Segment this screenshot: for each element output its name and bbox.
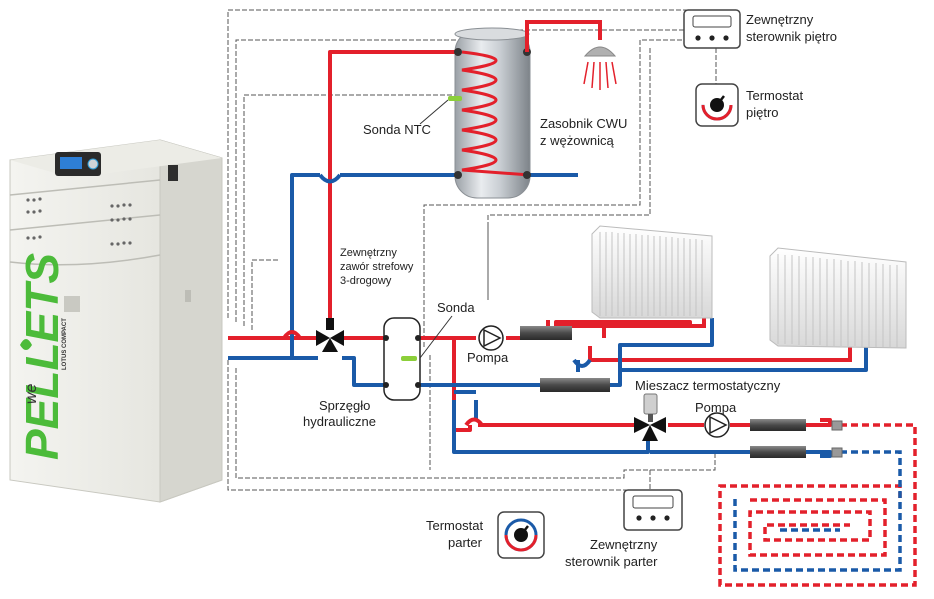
controller-upper-icon: [683, 9, 741, 49]
sensor-label: Sonda: [437, 300, 475, 315]
coupler-label-line1: Sprzęgło: [319, 398, 370, 413]
radiator-manifold-return: [540, 378, 610, 392]
mixer-label: Mieszacz termostatyczny: [635, 378, 781, 393]
brand-logo: PELLETS we LOTUS COMPACT: [16, 253, 68, 460]
ntc-sensor: [448, 96, 462, 101]
dhw-tank: [448, 27, 531, 199]
valve-label-line3: 3-drogowy: [340, 275, 392, 287]
valve-label-line1: Zewnętrzny: [340, 247, 397, 259]
shower-icon: [583, 46, 617, 90]
pump-icon: [478, 325, 504, 351]
thermostat-ground-label-line1: Termostat: [426, 518, 483, 533]
coupler-sensor: [401, 356, 417, 361]
pipe-crossovers: [282, 173, 592, 427]
pump-icon: [704, 412, 730, 438]
controller-ground-label-line2: sterownik parter: [565, 554, 658, 569]
thermostat-ground-icon: [497, 511, 545, 559]
controller-ground-label-line1: Zewnętrzny: [590, 537, 658, 552]
radiator-manifold-supply: [520, 326, 572, 340]
pump-bottom-label: Pompa: [695, 400, 737, 415]
controller-upper-label-line1: Zewnętrzny: [746, 12, 814, 27]
thermostatic-mixer-icon: [634, 393, 666, 441]
underfloor-heating-loop: [718, 423, 917, 587]
hydraulic-coupler: [383, 317, 421, 401]
tank-title: Zasobnik CWU: [540, 116, 627, 131]
thermostat-upper-label-line1: Termostat: [746, 88, 803, 103]
zone-valve-icon: [316, 318, 344, 352]
pump-top-label: Pompa: [467, 350, 509, 365]
controller-ground-icon: [623, 489, 683, 531]
pellet-boiler: PELLETS we LOTUS COMPACT: [9, 139, 223, 503]
thermostat-upper-label-line2: piętro: [746, 105, 779, 120]
sensor-ntc-label: Sonda NTC: [363, 122, 431, 137]
tank-subtitle: z wężownicą: [540, 133, 614, 148]
controller-upper-label-line2: sterownik piętro: [746, 29, 837, 44]
tank-coil: [461, 50, 531, 177]
radiator-upper-1: [591, 225, 713, 319]
thermostat-ground-label-line2: parter: [448, 535, 483, 550]
labels: Zasobnik CWU z wężownicą Sonda NTC Zewnę…: [303, 12, 837, 569]
radiator-upper-2: [769, 247, 907, 349]
coupler-label-line2: hydrauliczne: [303, 414, 376, 429]
floor-manifold-supply: [750, 419, 806, 431]
valve-label-line2: zawór strefowy: [340, 261, 414, 273]
floor-manifold-return: [750, 446, 806, 458]
brand-logo-we: we: [23, 383, 40, 404]
thermostat-upper-icon: [695, 83, 739, 127]
brand-logo-model: LOTUS COMPACT: [62, 318, 68, 370]
brand-logo-pellets: PELLETS: [16, 253, 68, 460]
